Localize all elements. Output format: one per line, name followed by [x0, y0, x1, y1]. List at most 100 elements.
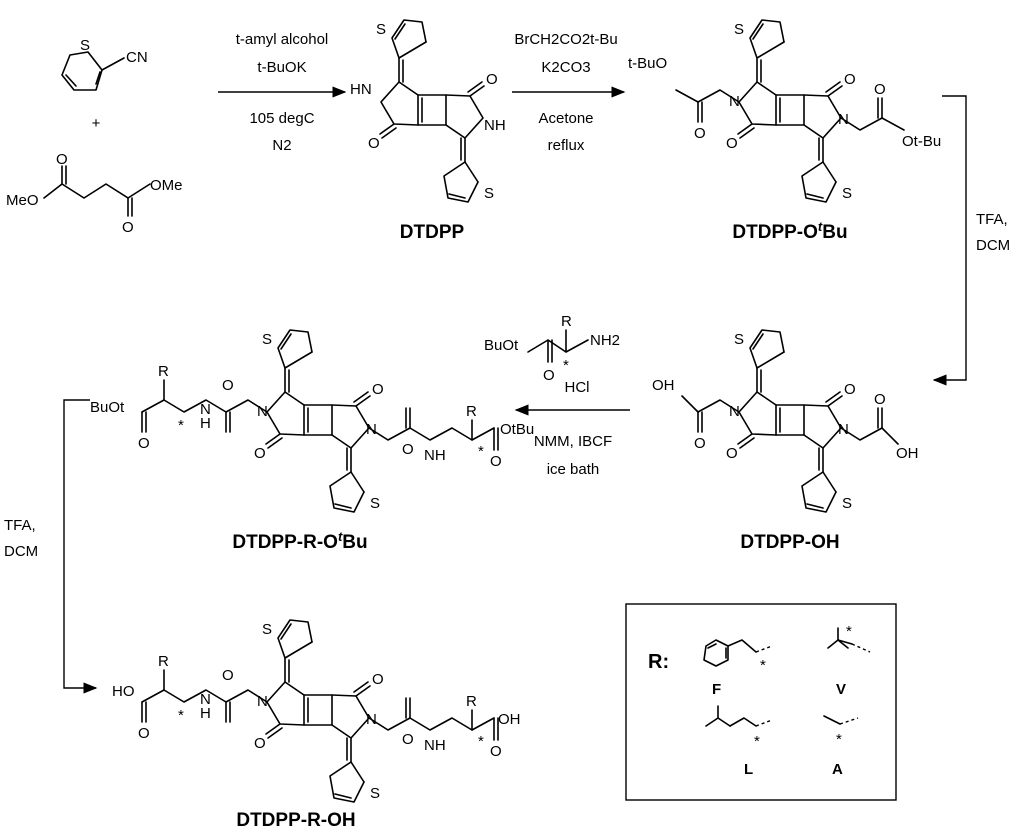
ome-label: OMe: [150, 177, 183, 194]
oxygen-label: O: [490, 453, 502, 470]
oh-label: OH: [896, 445, 919, 462]
legend-box: [625, 603, 897, 801]
r-group-l: * L: [705, 705, 773, 778]
meo-label: MeO: [6, 192, 39, 209]
stereo-star: *: [754, 733, 760, 750]
nh-label: N: [200, 401, 211, 418]
nitrogen-label: N: [366, 421, 377, 438]
oxygen-label: O: [368, 135, 380, 152]
nitrogen-label: N: [257, 693, 268, 710]
oxygen-label: O: [222, 377, 234, 394]
step4-conditions: NMM, IBCF ice bath: [534, 433, 612, 478]
r-group-legend: R: * F * V * L: [625, 603, 897, 801]
step3-conditions: TFA, DCM: [976, 211, 1010, 254]
oxygen-label: O: [56, 151, 68, 168]
dtdpp-otbu-structure: t-BuO O N N O Ot-Bu O O: [628, 19, 941, 203]
nh-label: N: [200, 691, 211, 708]
oxygen-label: O: [694, 435, 706, 452]
nh2-label: NH2: [590, 332, 620, 349]
nh-label: NH: [424, 447, 446, 464]
otbu-label: Ot-Bu: [902, 133, 941, 150]
oh-label: OH: [652, 377, 675, 394]
nitrile-label: CN: [126, 49, 148, 66]
h-label: H: [200, 415, 211, 432]
stereo-star: *: [178, 707, 184, 724]
stereo-star: *: [478, 443, 484, 460]
oxygen-label: O: [254, 445, 266, 462]
step2-condition: Acetone: [538, 110, 593, 127]
oxygen-label: O: [402, 441, 414, 458]
tbuo-label: BuOt: [484, 337, 519, 354]
step4-condition: NMM, IBCF: [534, 433, 612, 450]
tbuo-label: t-BuO: [628, 55, 667, 72]
nh-label: NH: [424, 737, 446, 754]
stereo-star: *: [478, 733, 484, 750]
step2-reagent: BrCH2CO2t-Bu: [514, 31, 617, 48]
compound-name-dtdpp-otbu: DTDPP-OtBu: [732, 219, 847, 244]
oxygen-label: O: [372, 381, 384, 398]
step2-conditions: BrCH2CO2t-Bu K2CO3 Acetone reflux: [514, 31, 617, 154]
step1-reagent: t-amyl alcohol: [236, 31, 329, 48]
stereo-star: *: [563, 357, 569, 374]
step2-condition: reflux: [548, 137, 585, 154]
nitrogen-label: N: [838, 111, 849, 128]
stereo-star: *: [836, 731, 842, 748]
h-label: H: [200, 705, 211, 722]
dtdpp-r-otbu-structure: BuOt O R * N H O N N O NH R * O OtBu O O: [90, 329, 534, 513]
dimethyl-succinate: MeO O O OMe: [6, 151, 183, 236]
legend-item-a: A: [832, 761, 843, 778]
oxygen-label: O: [402, 731, 414, 748]
step2-reagent: K2CO3: [541, 59, 590, 76]
nh-label: NH: [484, 117, 506, 134]
r-group-label: R: [466, 403, 477, 420]
nitrogen-label: N: [257, 403, 268, 420]
step3-arrow: [932, 95, 967, 386]
oxygen-label: O: [254, 735, 266, 752]
oxygen-label: O: [490, 743, 502, 760]
r-group-a: * A: [823, 715, 859, 778]
legend-item-v: V: [836, 681, 846, 698]
step1-conditions: t-amyl alcohol t-BuOK 105 degC N2: [236, 31, 329, 154]
dtdpp-oh-structure: OH O N N O OH O O: [652, 329, 919, 513]
step5-arrow: [63, 399, 98, 694]
oxygen-label: O: [694, 125, 706, 142]
plus-sign: +: [92, 115, 101, 132]
stereo-star: *: [846, 623, 852, 640]
step5-solvent: DCM: [4, 543, 38, 560]
nitrogen-label: N: [838, 421, 849, 438]
compound-name-dtdpp-oh: DTDPP-OH: [740, 532, 839, 553]
dtdpp-structure: HN NH O O: [350, 19, 506, 203]
legend-item-f: F: [712, 681, 721, 698]
compound-name-dtdpp-r-oh: DTDPP-R-OH: [236, 810, 355, 831]
r-group-label: R: [158, 653, 169, 670]
oxygen-label: O: [138, 725, 150, 742]
step5-conditions: TFA, DCM: [4, 517, 38, 560]
nitrogen-label: N: [729, 403, 740, 420]
r-group-label: R: [561, 313, 572, 330]
step1-reagent: t-BuOK: [257, 59, 306, 76]
oxygen-label: O: [372, 671, 384, 688]
oxygen-label: O: [844, 381, 856, 398]
nitrogen-label: N: [729, 93, 740, 110]
compound-name-dtdpp: DTDPP: [400, 222, 465, 243]
step3-reagent: TFA,: [976, 211, 1008, 228]
r-group-label: R: [158, 363, 169, 380]
stereo-star: *: [760, 657, 766, 674]
sulfur-atom: S: [80, 37, 90, 54]
oxygen-label: O: [874, 81, 886, 98]
thiophene-carbonitrile: S CN: [61, 37, 148, 91]
stereo-star: *: [178, 417, 184, 434]
legend-title: R:: [648, 651, 669, 673]
step4-reagent: HCl: [565, 379, 590, 396]
oxygen-label: O: [726, 135, 738, 152]
oxygen-label: O: [543, 367, 555, 384]
step1-condition: 105 degC: [249, 110, 314, 127]
buot-label: BuOt: [90, 399, 125, 416]
oxygen-label: O: [222, 667, 234, 684]
ho-label: HO: [112, 683, 135, 700]
oxygen-label: O: [486, 71, 498, 88]
r-group-label: R: [466, 693, 477, 710]
step1-condition: N2: [272, 137, 291, 154]
oxygen-label: O: [138, 435, 150, 452]
